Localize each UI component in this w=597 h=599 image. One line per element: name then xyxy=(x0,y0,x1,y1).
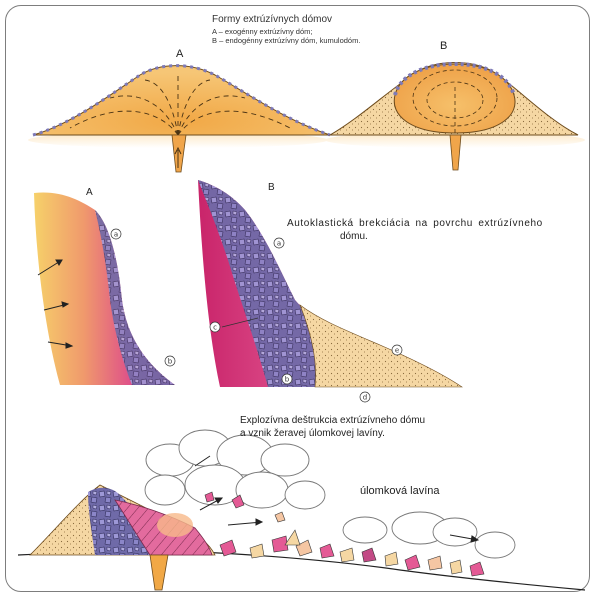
svg-text:d: d xyxy=(363,394,367,402)
svg-text:a: a xyxy=(277,240,281,248)
avalanche-label: úlomková lavína xyxy=(360,485,440,497)
autoclastic-b-diagram: a c b d e xyxy=(198,180,462,402)
label-dome-a: A xyxy=(176,48,183,60)
explosive-caption-line2: a vznik žeravej úlomkovej lavíny. xyxy=(240,428,385,439)
svg-text:b: b xyxy=(285,376,290,384)
label-autoclastic-b: B xyxy=(268,182,275,193)
dome-a-diagram xyxy=(28,66,330,172)
autoclastic-caption-line1: Autoklastická brekciácia na povrchu extr… xyxy=(287,218,543,229)
svg-text:b: b xyxy=(168,358,173,366)
autoclastic-caption-line2: dómu. xyxy=(340,231,368,242)
autoclastic-a-diagram: a b xyxy=(34,192,175,385)
explosion-diagram xyxy=(18,430,585,590)
svg-text:c: c xyxy=(213,324,217,332)
label-dome-b: B xyxy=(440,40,447,52)
legend-a: A – exogénny extrúzívny dóm; xyxy=(212,27,312,36)
label-autoclastic-a: A xyxy=(86,187,93,198)
explosive-caption-line1: Explozívna deštrukcia extrúzívneho dómu xyxy=(240,415,425,426)
svg-text:a: a xyxy=(114,231,118,239)
dome-b-diagram xyxy=(325,63,585,171)
legend-b: B – endogénny extrúzívny dóm, kumulodóm. xyxy=(212,36,360,45)
svg-text:e: e xyxy=(395,347,399,355)
figure-title: Formy extrúzívnych dómov xyxy=(212,14,332,25)
